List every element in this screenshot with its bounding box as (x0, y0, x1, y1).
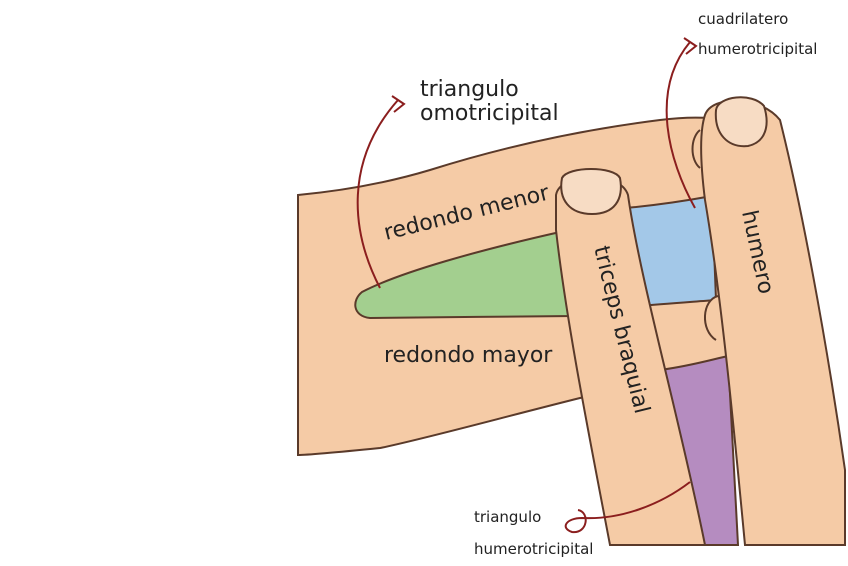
label-cuadrilatero-2: humerotricipital (698, 40, 817, 58)
label-triangulo-humerotricipital-1: triangulo (474, 508, 541, 526)
triceps-nail (560, 168, 622, 216)
knuckle-lower (703, 295, 719, 341)
label-redondo-mayor: redondo mayor (384, 343, 553, 368)
arrow-triangulo-omotricipital (356, 99, 399, 289)
arrow-triangulo-humerotricipital (564, 481, 691, 534)
arrow-cuadrilatero (665, 41, 696, 209)
label-cuadrilatero-1: cuadrilatero (698, 10, 788, 28)
label-triangulo-omotricipital-1: triangulo (420, 77, 519, 102)
label-triangulo-omotricipital-2: omotricipital (420, 101, 559, 126)
humero-nail (714, 96, 768, 148)
knuckle-upper (691, 129, 701, 169)
arrow-head-omotricipital (391, 95, 406, 113)
label-triangulo-humerotricipital-2: humerotricipital (474, 540, 593, 558)
humero-finger (700, 99, 846, 546)
triangulo-omotricipital-space (354, 230, 577, 320)
arrow-head-cuadrilatero (683, 37, 698, 55)
